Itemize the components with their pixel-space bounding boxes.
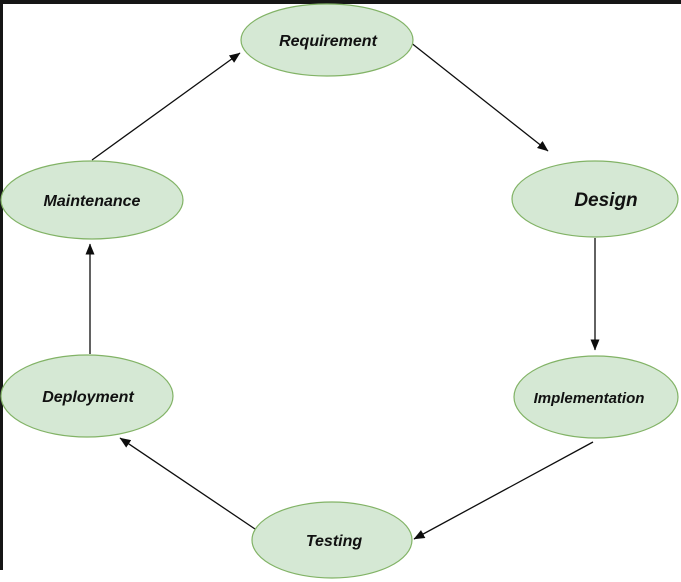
deployment-ellipse [0,354,174,438]
maintenance-ellipse [0,160,184,240]
edge-implementation-to-testing [413,441,594,540]
design-ellipse [511,160,679,238]
design-label: Design [574,190,637,211]
testing-label: Testing [306,533,363,550]
testing-ellipse [251,501,413,579]
requirement-label: Requirement [279,33,377,50]
node-design: Design [511,160,679,238]
node-testing: Testing [251,501,413,579]
edge-requirement-to-design [409,41,549,152]
node-requirement: Requirement [240,3,414,77]
maintenance-label: Maintenance [44,193,141,210]
node-maintenance: Maintenance [0,160,184,240]
implementation-label: Implementation [534,390,645,407]
requirement-ellipse [240,3,414,77]
edge-maintenance-to-requirement [91,52,241,161]
edge-testing-to-deployment [119,437,259,532]
implementation-ellipse [513,355,679,439]
deployment-label: Deployment [42,389,134,406]
node-deployment: Deployment [0,354,174,438]
frame-left-edge [0,0,3,570]
frame-top-edge [0,0,681,4]
node-implementation: Implementation [513,355,679,439]
